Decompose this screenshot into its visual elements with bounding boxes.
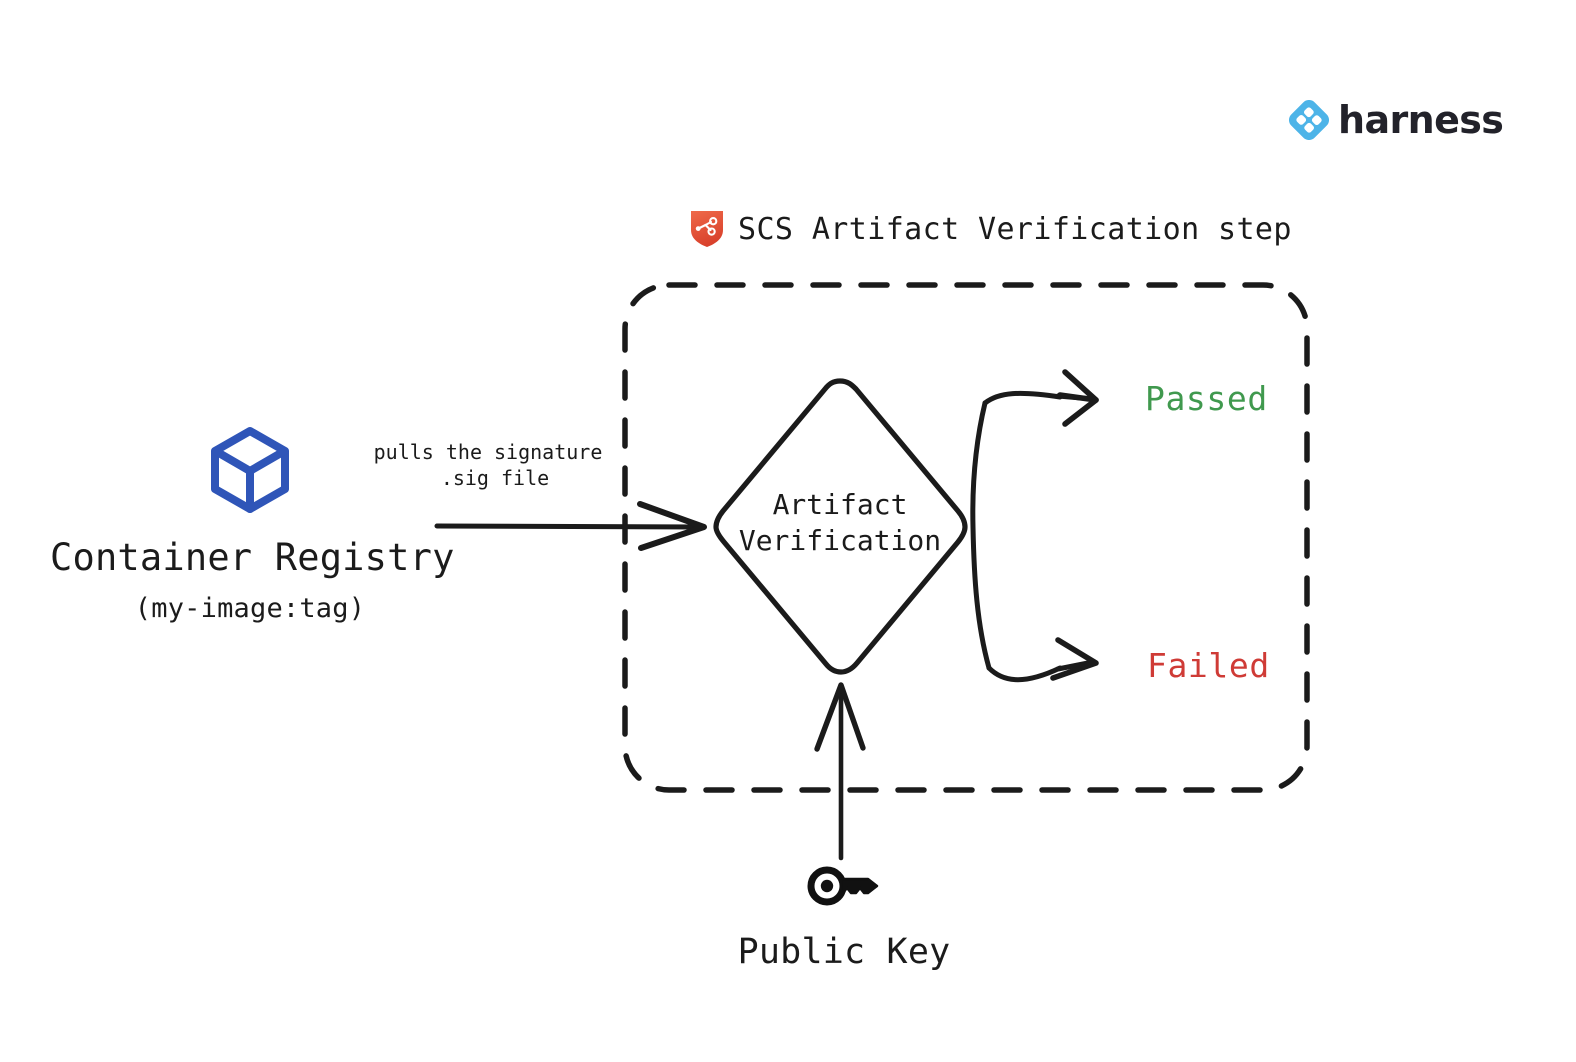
scs-shield-icon	[691, 211, 723, 247]
harness-wordmark: harness	[1338, 98, 1504, 142]
container-registry-subtitle: (my-image:tag)	[134, 593, 366, 624]
outcome-passed: Passed	[1145, 379, 1268, 418]
container-cube-icon	[211, 427, 289, 513]
pull-signature-edge-label: pulls the signature .sig file	[372, 440, 604, 491]
public-key-icon	[807, 866, 879, 906]
container-registry-title: Container Registry	[50, 536, 455, 579]
edge-registry-to-verification	[434, 501, 707, 551]
pull-label-line-1: pulls the signature	[373, 440, 603, 464]
artifact-verification-diamond	[713, 378, 968, 675]
outcome-failed: Failed	[1147, 646, 1270, 685]
scs-step-boundary	[622, 282, 1310, 793]
scs-step-title: SCS Artifact Verification step	[738, 211, 1292, 247]
public-key-node: Public Key	[694, 862, 994, 972]
edge-verification-to-passed	[982, 369, 1099, 427]
edge-verification-branch	[970, 400, 992, 671]
artifact-verification-label: Artifact Verification	[700, 487, 980, 560]
scs-step-caption: SCS Artifact Verification step	[690, 210, 1292, 248]
decision-label-line-2: Verification	[738, 524, 942, 558]
decision-label-line-1: Artifact	[772, 488, 908, 521]
harness-diamond-logo-icon	[1289, 100, 1329, 140]
edge-verification-to-failed	[986, 637, 1099, 683]
public-key-title: Public Key	[737, 932, 951, 972]
harness-brand-lockup: harness	[1289, 98, 1504, 142]
edge-key-to-verification	[814, 682, 866, 861]
pull-label-line-2: .sig file	[440, 465, 550, 490]
container-registry-node: Container Registry (my-image:tag)	[50, 424, 455, 624]
